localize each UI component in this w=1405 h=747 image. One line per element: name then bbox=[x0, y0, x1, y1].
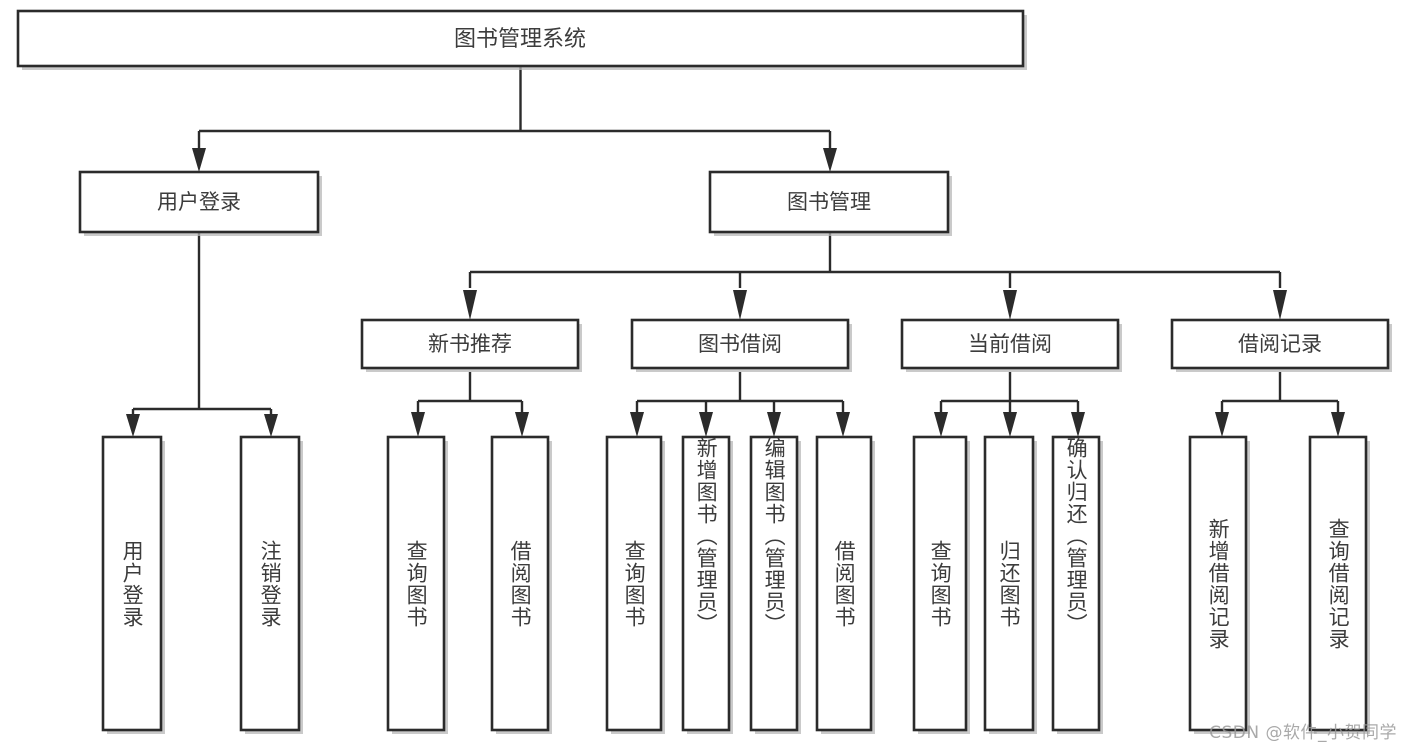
leaf-user-login-logout[interactable] bbox=[239, 435, 303, 734]
node-current-borrow-label: 当前借阅 bbox=[968, 332, 1052, 356]
node-book-borrow-label: 图书借阅 bbox=[698, 332, 782, 356]
leaf-bookborrow-add[interactable] bbox=[681, 435, 733, 734]
watermark-text: CSDN @软件_小贺同学 bbox=[1209, 723, 1397, 743]
node-new-book-recommend[interactable]: 新书推荐 bbox=[360, 318, 582, 372]
leaf-newbook-query[interactable] bbox=[386, 435, 448, 734]
node-user-login-label: 用户登录 bbox=[157, 190, 241, 214]
connector-currentborrow-to-leaves bbox=[934, 372, 1085, 437]
leaf-currentborrow-confirm[interactable] bbox=[1051, 435, 1103, 734]
leaf-bookborrow-query[interactable] bbox=[605, 435, 665, 734]
leaf-currentborrow-return[interactable] bbox=[983, 435, 1037, 734]
node-new-book-recommend-label: 新书推荐 bbox=[428, 332, 512, 356]
leaf-bookborrow-edit[interactable] bbox=[749, 435, 801, 734]
node-borrow-record-label: 借阅记录 bbox=[1238, 332, 1322, 356]
connector-bookborrow-to-leaves bbox=[630, 372, 850, 437]
leaf-bookborrow-borrow[interactable] bbox=[815, 435, 875, 734]
leaf-borrowrecord-query[interactable] bbox=[1308, 435, 1370, 734]
leaf-currentborrow-query[interactable] bbox=[912, 435, 970, 734]
connector-root-to-level2 bbox=[192, 66, 837, 172]
node-root-system-label: 图书管理系统 bbox=[454, 27, 586, 52]
node-user-login[interactable]: 用户登录 bbox=[78, 170, 322, 236]
node-current-borrow[interactable]: 当前借阅 bbox=[900, 318, 1122, 372]
node-book-management-label: 图书管理 bbox=[787, 190, 871, 214]
connector-borrowrecord-to-leaves bbox=[1215, 372, 1345, 437]
node-book-management[interactable]: 图书管理 bbox=[708, 170, 952, 236]
leaf-borrowrecord-add[interactable] bbox=[1188, 435, 1250, 734]
node-root-system[interactable]: 图书管理系统 bbox=[16, 9, 1027, 70]
connector-newbook-to-leaves bbox=[411, 372, 529, 437]
node-borrow-record[interactable]: 借阅记录 bbox=[1170, 318, 1392, 372]
connector-userlogin-to-leaves bbox=[126, 232, 278, 437]
connector-bookmgmt-to-level3 bbox=[463, 232, 1287, 320]
node-book-borrow[interactable]: 图书借阅 bbox=[630, 318, 852, 372]
leaf-newbook-borrow[interactable] bbox=[490, 435, 552, 734]
leaf-user-login-login[interactable] bbox=[101, 435, 165, 734]
